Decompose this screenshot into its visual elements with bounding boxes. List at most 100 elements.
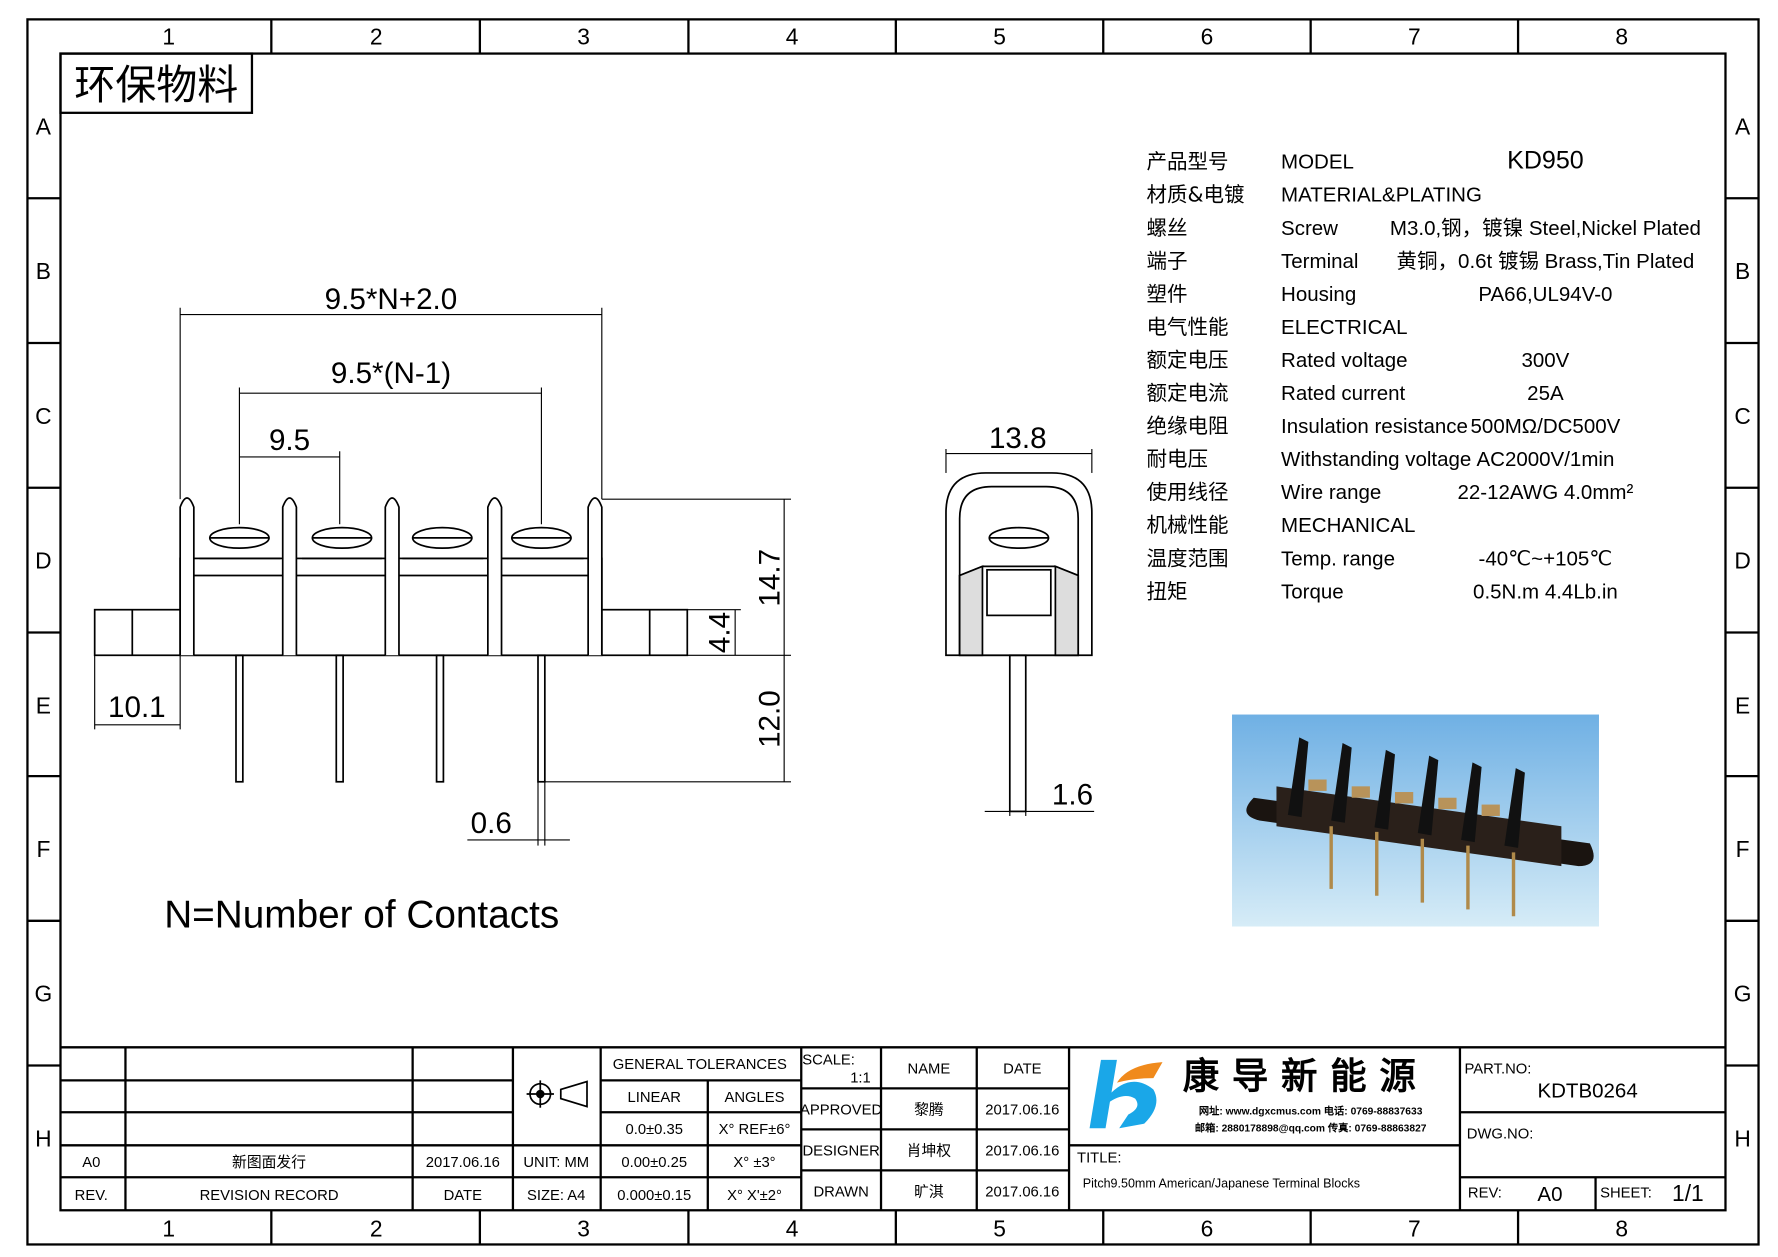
side-view: [945, 449, 1095, 816]
col-label: 4: [786, 23, 799, 49]
spec-value: AC2000V/1min: [1476, 448, 1614, 471]
part-no: KDTB0264: [1537, 1079, 1637, 1102]
row-label: H: [1734, 1125, 1750, 1151]
scale-label: SCALE:: [802, 1052, 855, 1068]
spec-en-label: Rated voltage: [1281, 349, 1408, 372]
col-label: 6: [1201, 1215, 1214, 1241]
dim-pin-width: 1.6: [1052, 779, 1093, 812]
spec-value: 22-12AWG 4.0mm²: [1458, 481, 1634, 504]
person-date: 2017.06.16: [985, 1103, 1059, 1119]
spec-en-label: Terminal: [1281, 250, 1358, 273]
role: DRAWN: [813, 1185, 868, 1201]
col-label: 1: [162, 1215, 175, 1241]
col-label: 3: [577, 1215, 590, 1241]
rev-value: A0: [1537, 1183, 1562, 1206]
sheet-label: SHEET:: [1600, 1186, 1652, 1202]
role: APPROVED: [800, 1103, 882, 1119]
grid-dividers: [27, 19, 1759, 1245]
spec-en-label: MECHANICAL: [1281, 514, 1415, 537]
size: SIZE: A4: [527, 1188, 585, 1204]
dim-height: 14.7: [754, 549, 787, 607]
rev-value: A0: [82, 1155, 100, 1171]
spec-value: PA66,UL94V-0: [1478, 283, 1612, 306]
spec-cn-label: 使用线径: [1147, 480, 1229, 504]
eco-stamp-box: [59, 52, 254, 114]
title-block: A0 新图面发行 2017.06.16 REV. REVISION RECORD…: [75, 1052, 1704, 1206]
dim-pin-length: 12.0: [754, 690, 787, 748]
tol-linear: 0.0±0.35: [625, 1122, 682, 1138]
scale-value: 1:1: [850, 1071, 871, 1087]
person-name: 肖坤权: [907, 1143, 952, 1160]
spec-cn-label: 额定电压: [1147, 348, 1229, 372]
spec-cn-label: 耐电压: [1147, 447, 1209, 471]
person-name: 旷淇: [914, 1184, 944, 1201]
company-contact: 邮箱: 2880178898@qq.com 传真: 0769-88863827: [1195, 1122, 1427, 1135]
dim-pitch: 9.5: [269, 424, 310, 457]
part-no-label: PART.NO:: [1465, 1062, 1532, 1078]
spec-en-label: Rated current: [1281, 382, 1406, 405]
eco-stamp: 环保物料: [74, 61, 238, 109]
spec-value: M3.0,钢，镀镍 Steel,Nickel Plated: [1390, 217, 1701, 240]
spec-value: -40℃~+105℃: [1479, 547, 1613, 570]
spec-cn-label: 材质&电镀: [1147, 183, 1245, 207]
row-label: E: [1735, 692, 1750, 718]
col-label: 8: [1615, 23, 1628, 49]
date-header: DATE: [1003, 1062, 1041, 1078]
tol-linear: 0.00±0.25: [621, 1155, 687, 1171]
spec-cn-label: 绝缘电阻: [1147, 414, 1229, 438]
general-tolerances: GENERAL TOLERANCES: [613, 1057, 787, 1073]
projection-symbol: [526, 1080, 588, 1108]
col-label: 7: [1408, 1215, 1421, 1241]
name-header: NAME: [908, 1062, 951, 1078]
spec-value: KD950: [1507, 147, 1584, 175]
row-label: C: [1734, 403, 1750, 429]
spec-cn-label: 产品型号: [1147, 150, 1229, 174]
role: DESIGNER: [802, 1144, 879, 1160]
rev-label: REV:: [1468, 1186, 1502, 1202]
tol-angle: X° X'±2°: [727, 1188, 782, 1204]
company-contact: 网址: www.dgxcmus.com 电话: 0769-88837633: [1199, 1105, 1423, 1118]
person-date: 2017.06.16: [985, 1185, 1059, 1201]
dim-pin-thickness: 0.6: [471, 807, 512, 840]
company-name: 康 导 新 能 源: [1183, 1054, 1417, 1097]
spec-value: 500MΩ/DC500V: [1471, 415, 1621, 438]
screw-heads: [199, 526, 584, 560]
spec-cn-label: 塑件: [1147, 282, 1188, 306]
spec-en-label: MODEL: [1281, 151, 1354, 174]
spec-cn-label: 扭矩: [1147, 579, 1188, 603]
spec-en-label: Housing: [1281, 283, 1356, 306]
dim-overall: 9.5*N+2.0: [325, 283, 458, 316]
spec-cn-label: 额定电流: [1147, 381, 1229, 405]
spec-en-label: ELECTRICAL: [1281, 316, 1407, 339]
row-label: D: [35, 548, 51, 574]
dim-depth: 13.8: [989, 422, 1047, 455]
dwg-no-label: DWG.NO:: [1467, 1126, 1534, 1142]
tol-angle: X° ±3°: [733, 1155, 775, 1171]
col-label: 1: [162, 23, 175, 49]
row-label: C: [35, 403, 51, 429]
spec-en-label: MATERIAL&PLATING: [1281, 184, 1482, 207]
product-photo: [1232, 714, 1599, 927]
revision-record-value: 新图面发行: [232, 1154, 306, 1171]
spec-cn-label: 温度范围: [1147, 546, 1229, 570]
row-label: H: [35, 1125, 51, 1151]
col-label: 4: [786, 1215, 799, 1241]
title-label: TITLE:: [1077, 1150, 1121, 1166]
spec-value: 0.5N.m 4.4Lb.in: [1473, 580, 1618, 603]
row-label: G: [35, 981, 53, 1007]
spec-cn-label: 端子: [1147, 249, 1188, 273]
col-label: 5: [993, 1215, 1006, 1241]
spec-en-label: Withstanding voltage: [1281, 448, 1471, 471]
rev-header: REV.: [75, 1188, 108, 1204]
spec-value: 25A: [1527, 382, 1564, 405]
spec-en-label: Screw: [1281, 217, 1338, 240]
spec-en-label: Insulation resistance: [1281, 415, 1468, 438]
tol-angle: X° REF±6°: [719, 1122, 791, 1138]
front-view: [93, 307, 791, 846]
spec-en-label: Wire range: [1281, 481, 1381, 504]
dimension-labels: 9.5*N+2.0 9.5*(N-1) 9.5 14.7 4.4 12.0 10…: [108, 283, 1093, 840]
col-label: 6: [1201, 23, 1214, 49]
row-label: A: [1735, 113, 1751, 139]
